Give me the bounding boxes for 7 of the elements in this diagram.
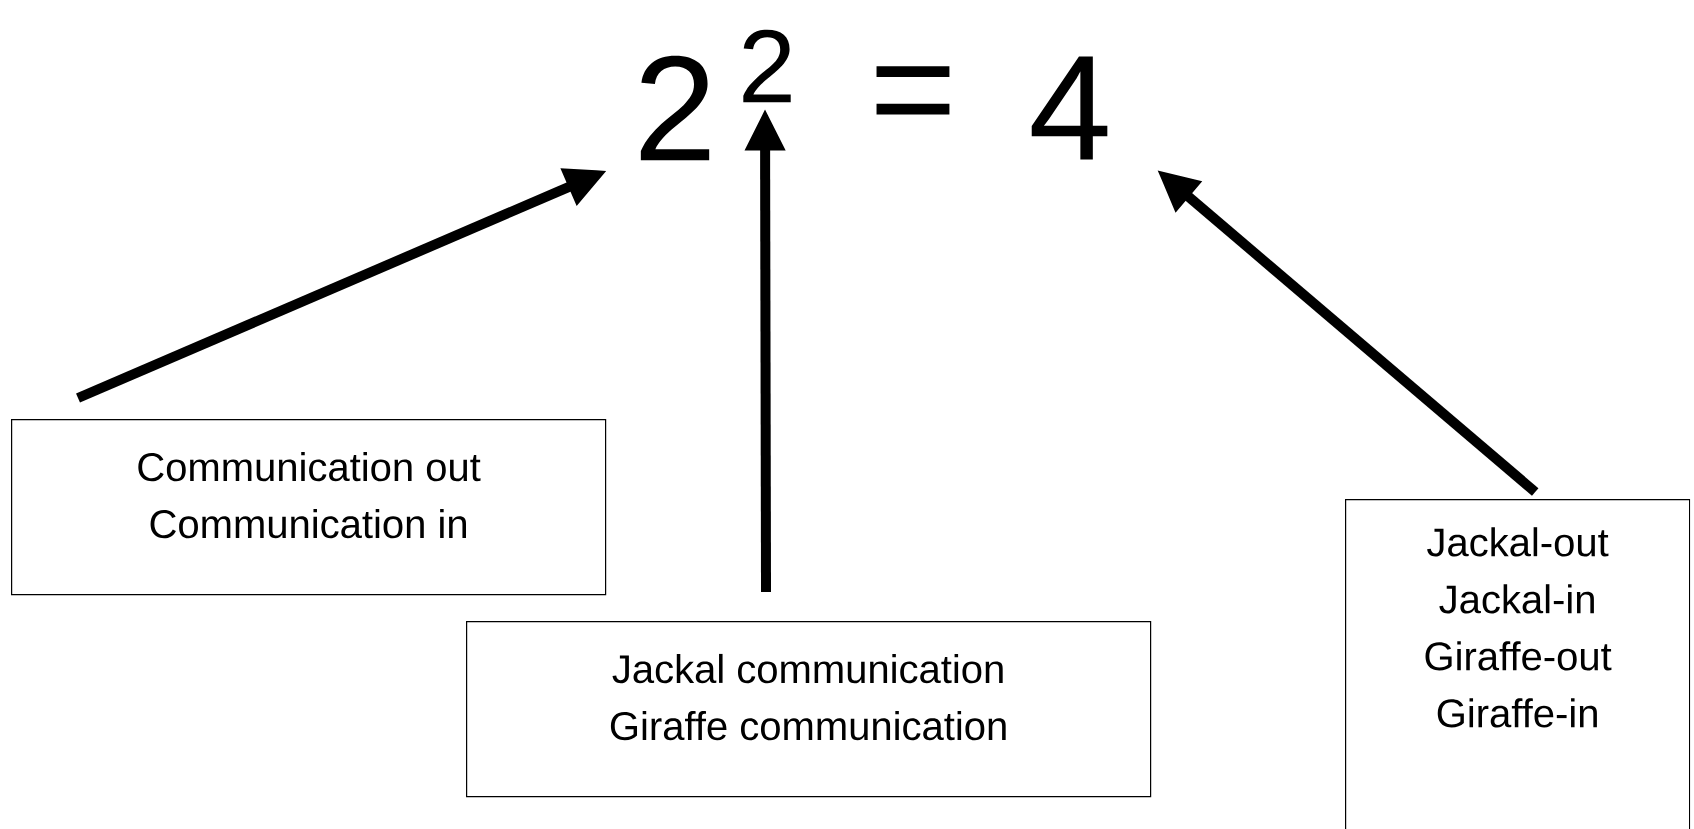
formula-digit: 4 [1031, 56, 1108, 160]
text-box: Jackal communication Giraffe communication [466, 621, 1152, 798]
equals-sign: = [876, 66, 950, 115]
text-box: Jackal-out Jackal-in Giraffe-out Giraffe-in [1345, 499, 1691, 829]
text-box: Communication out Communication in [11, 419, 607, 596]
exponent-digit: 2 [743, 29, 791, 103]
formula-digit: 2 [640, 55, 710, 161]
